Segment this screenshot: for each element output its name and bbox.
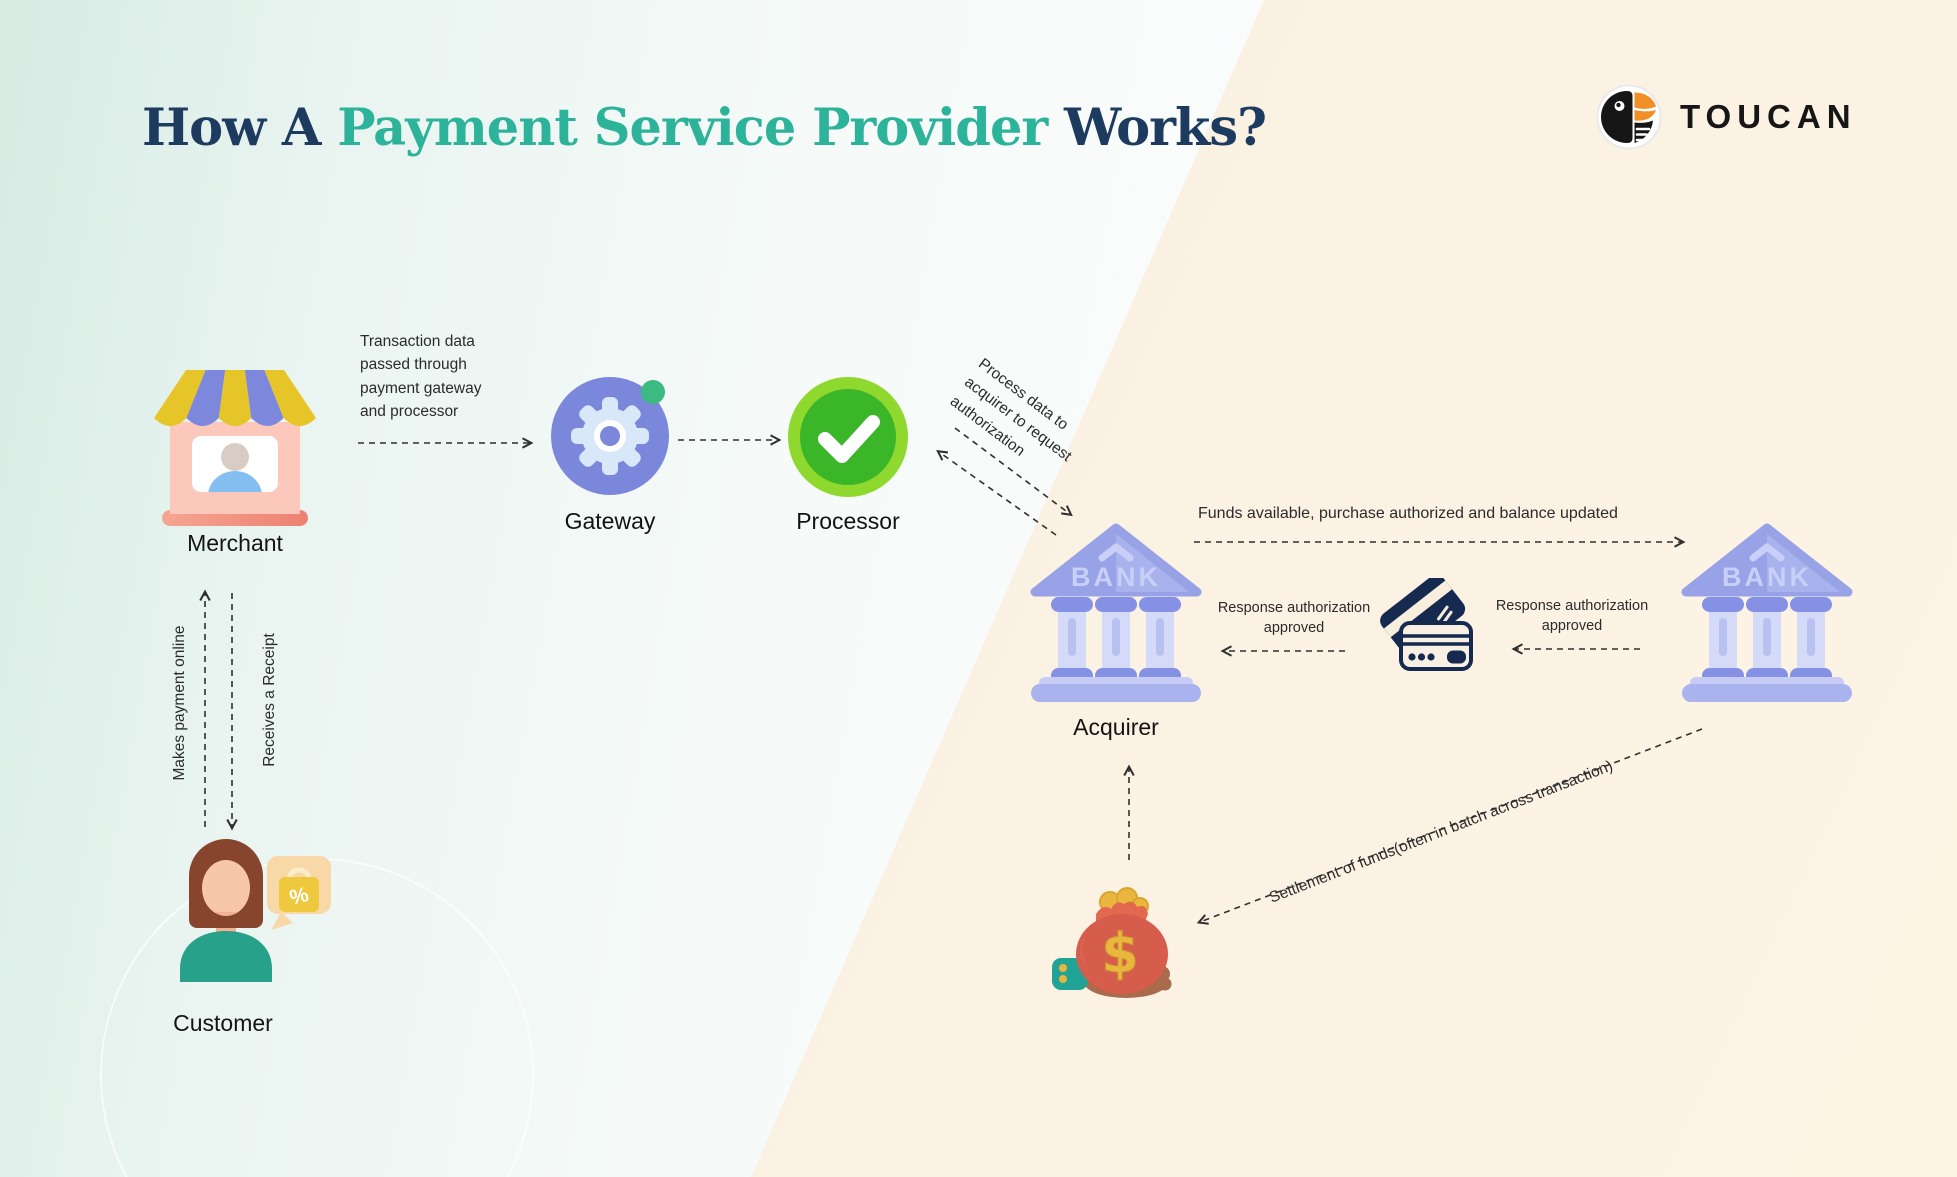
brand-name: TOUCAN xyxy=(1680,98,1857,135)
gateway-label: Gateway xyxy=(564,508,656,534)
brand-logo: TOUCAN xyxy=(1596,84,1857,150)
acquirer-bank-icon: BANK xyxy=(1027,520,1205,702)
toucan-icon xyxy=(1596,84,1662,150)
page-title: How A Payment Service Provider Works? xyxy=(142,98,1267,158)
processor-check-icon xyxy=(787,376,909,498)
money-dollar-glyph: $ xyxy=(1101,922,1139,985)
acquirer-label: Acquirer xyxy=(1073,714,1159,740)
acquirer-bank-sign: BANK xyxy=(1071,562,1161,592)
issuer-bank-sign: BANK xyxy=(1722,562,1812,592)
flow-text-makes-payment: Makes payment online xyxy=(171,625,188,781)
customer-label: Customer xyxy=(173,1010,273,1036)
title-part2: Works? xyxy=(1047,98,1267,158)
merchant-store-icon xyxy=(152,360,318,526)
flow-text-transaction-data: Transaction data passed through payment … xyxy=(360,333,482,420)
discount-percent-glyph: % xyxy=(287,883,311,910)
processor-label: Processor xyxy=(796,508,900,534)
flow-text-funds-available: Funds available, purchase authorized and… xyxy=(1198,505,1618,522)
issuer-bank-icon: BANK xyxy=(1678,520,1856,702)
money-bag-icon: $ xyxy=(1050,862,1184,1004)
flow-text-response-right: Response authorization approved xyxy=(1495,598,1649,635)
title-part1: How A xyxy=(142,98,338,158)
credit-cards-icon xyxy=(1374,578,1478,682)
merchant-label: Merchant xyxy=(187,530,283,556)
gateway-gear-icon xyxy=(550,375,672,497)
flow-text-receives-receipt: Receives a Receipt xyxy=(261,633,278,767)
flow-text-response-left: Response authorization approved xyxy=(1217,600,1371,637)
customer-icon: % xyxy=(163,830,337,982)
online-status-dot xyxy=(641,380,665,404)
title-highlight: Payment Service Provider xyxy=(337,98,1048,158)
